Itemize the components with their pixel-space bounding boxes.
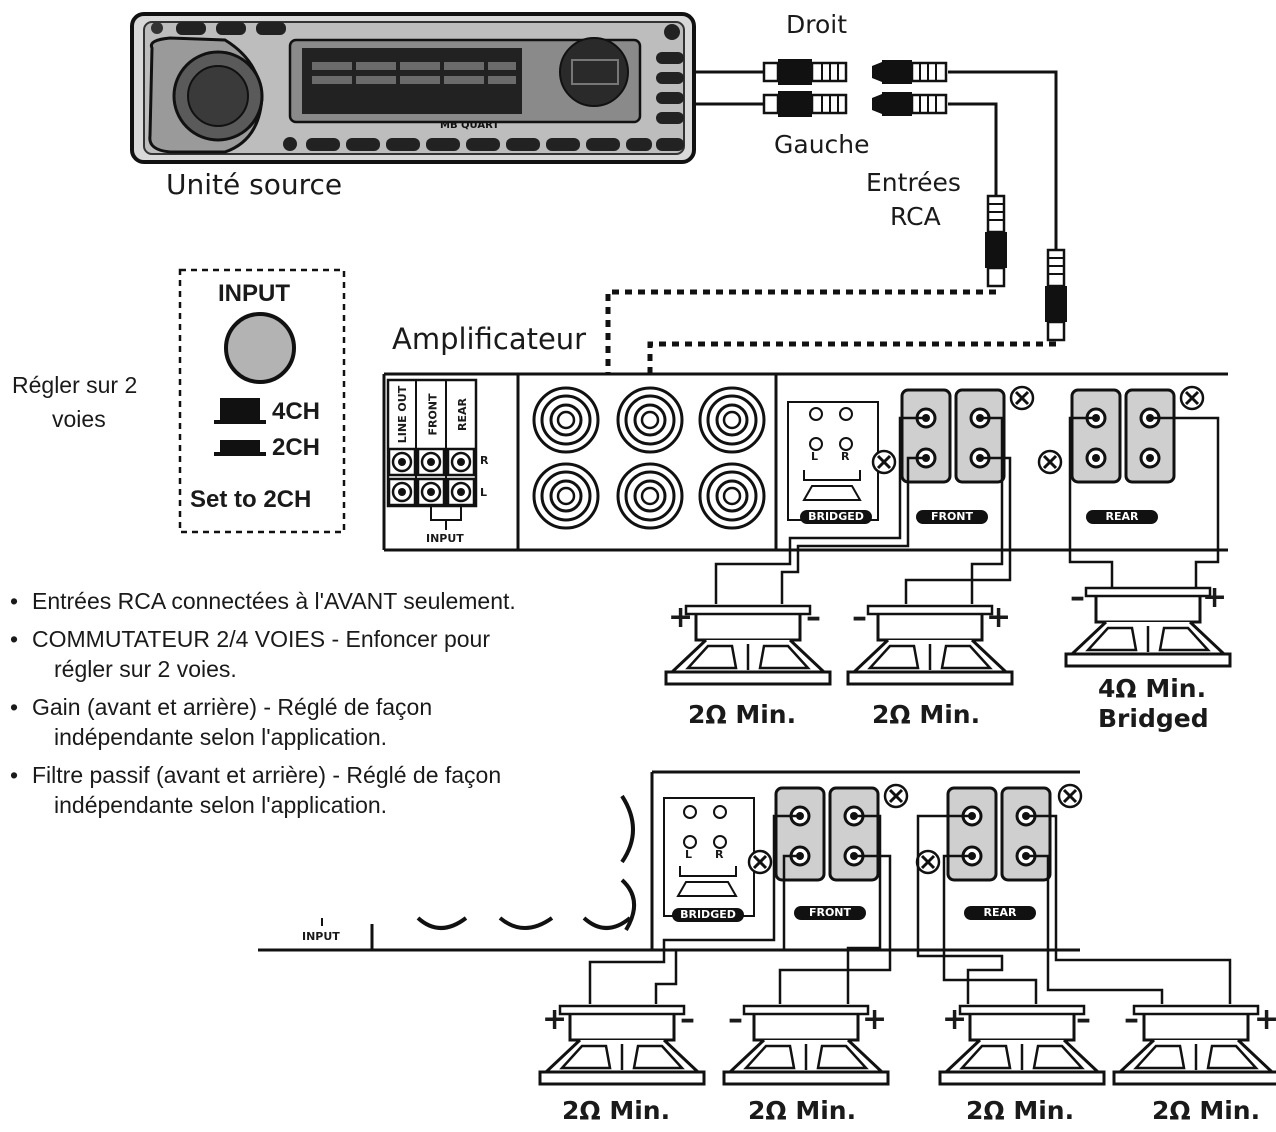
head-unit-caption: Unité source [166, 168, 343, 201]
bridged-l: L [811, 450, 819, 463]
amplifier-bottom [258, 770, 1083, 952]
input-switch-2ch: 2CH [272, 434, 321, 461]
rca-inputs-label-2: RCA [890, 202, 941, 231]
spk-bot-2-neg: + [862, 1002, 888, 1037]
bridged-badge: BRIDGED [808, 510, 864, 523]
side-note-line1: Régler sur 2 [12, 372, 138, 398]
brand-text: MB QUART [440, 120, 499, 131]
rca-left-label: Gauche [774, 130, 870, 159]
spk-top-3-pos: – [1070, 580, 1085, 615]
note-text: COMMUTATEUR 2/4 VOIES - Enfoncer pour [32, 626, 490, 652]
spk-bot-4-pos: – [1124, 1002, 1139, 1037]
input-switch-4ch: 4CH [272, 398, 321, 425]
note-item: Filtre passif (avant et arrière) - Réglé… [8, 760, 588, 820]
rear-badge: REAR [1105, 510, 1139, 523]
input-switch-box [178, 268, 346, 534]
note-item: Gain (avant et arrière) - Réglé de façon… [8, 692, 588, 752]
rca-plug-mate-bottom [872, 92, 948, 116]
spk-bot-4-neg: + [1254, 1002, 1276, 1037]
rca-plug-mate-top [872, 60, 948, 84]
spk-bot-3-pos: + [942, 1002, 968, 1037]
spk-bot-2-pos: – [728, 1002, 743, 1037]
spk-top-1-neg: – [806, 600, 821, 635]
bridged-l-bottom: L [685, 848, 693, 861]
spk-top-2-neg: + [986, 600, 1012, 635]
spk-top-1-label: 2Ω Min. [688, 700, 797, 729]
amplifier-caption: Amplificateur [392, 322, 587, 356]
input-label-bottom: INPUT [302, 930, 340, 943]
spk-bot-4-label: 2Ω Min. [1152, 1096, 1261, 1125]
spk-top-2-pos: – [852, 600, 867, 635]
spk-bot-1-label: 2Ω Min. [562, 1096, 671, 1125]
spk-top-3-neg: + [1202, 580, 1228, 615]
top-speaker-wires [714, 416, 1220, 604]
rear-col-label: REAR [455, 398, 469, 431]
rear-badge-bottom: REAR [983, 906, 1017, 919]
spk-bot-1-pos: + [542, 1002, 568, 1037]
spk-top-2-label: 2Ω Min. [872, 700, 981, 729]
line-out-label: LINE OUT [396, 385, 410, 444]
notes-list: Entrées RCA connectées à l'AVANT seuleme… [8, 586, 588, 828]
rca-plug-vertical-left [985, 194, 1007, 288]
amplifier-top [382, 372, 1228, 552]
front-col-label: FRONT [426, 393, 440, 436]
note-text-cont: régler sur 2 voies. [54, 656, 237, 682]
rca-right-label: Droit [786, 10, 848, 39]
spk-top-3-label2: Bridged [1098, 704, 1209, 733]
front-badge-bottom: FRONT [808, 906, 852, 919]
bottom-speaker-wires [588, 814, 1232, 1004]
note-item: COMMUTATEUR 2/4 VOIES - Enfoncer pour rég… [8, 624, 588, 684]
l-label: L [480, 486, 488, 499]
note-item: Entrées RCA connectées à l'AVANT seuleme… [8, 586, 588, 616]
r-label: R [480, 454, 489, 467]
bridged-r-bottom: R [715, 848, 724, 861]
front-badge: FRONT [930, 510, 974, 523]
note-text-cont: indépendante selon l'application. [54, 724, 388, 750]
rca-cables [694, 70, 1058, 250]
rca-plug-right-top [762, 57, 848, 87]
spk-bot-3-label: 2Ω Min. [966, 1096, 1075, 1125]
note-text: Gain (avant et arrière) - Réglé de façon [32, 694, 433, 720]
note-text-cont: indépendante selon l'application. [54, 792, 388, 818]
spk-bot-2-label: 2Ω Min. [748, 1096, 857, 1125]
rca-plug-vertical-right [1045, 248, 1067, 342]
head-unit: MB QUART [130, 12, 696, 164]
note-text: Filtre passif (avant et arrière) - Réglé… [32, 762, 502, 788]
bridged-r: R [841, 450, 850, 463]
spk-top-3-label: 4Ω Min. [1098, 674, 1207, 703]
rca-plug-right-bottom [762, 89, 848, 119]
bridged-badge-bottom: BRIDGED [680, 908, 736, 921]
rca-inputs-label-1: Entrées [866, 168, 961, 197]
note-text: Entrées RCA connectées à l'AVANT seuleme… [32, 588, 516, 614]
side-note-line2: voies [52, 406, 106, 432]
input-switch-title: INPUT [218, 280, 290, 307]
spk-top-1-pos: + [668, 600, 694, 635]
input-switch-set-to: Set to 2CH [190, 486, 312, 513]
input-label: INPUT [426, 532, 464, 545]
spk-bot-1-neg: – [680, 1002, 695, 1037]
spk-bot-3-neg: – [1076, 1002, 1091, 1037]
